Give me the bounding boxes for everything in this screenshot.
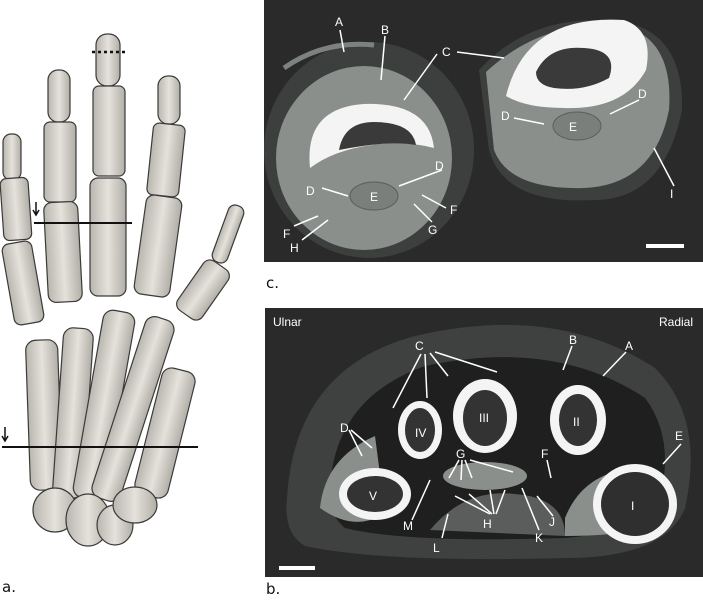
radial-label: Radial — [659, 315, 693, 329]
svg-text:D: D — [638, 87, 647, 101]
panel-a-hand-skeleton: a. — [0, 0, 262, 600]
svg-text:M: M — [403, 519, 413, 533]
svg-text:D: D — [501, 109, 510, 123]
svg-text:B: B — [381, 23, 389, 37]
svg-text:K: K — [535, 531, 543, 545]
svg-text:A: A — [335, 15, 343, 29]
svg-text:I: I — [670, 187, 673, 201]
svg-text:F: F — [283, 227, 290, 241]
svg-text:E: E — [569, 120, 577, 134]
svg-text:I: I — [631, 499, 634, 513]
scale-bar-b — [279, 566, 315, 570]
svg-text:II: II — [573, 415, 580, 429]
scale-bar-c — [646, 244, 684, 248]
panel-b-label: b. — [266, 580, 281, 598]
svg-text:F: F — [450, 203, 457, 217]
svg-text:G: G — [456, 447, 465, 461]
svg-text:C: C — [442, 45, 451, 59]
ulnar-label: Ulnar — [273, 315, 302, 329]
svg-text:A: A — [625, 339, 633, 353]
svg-text:III: III — [479, 411, 489, 425]
svg-text:D: D — [306, 184, 315, 198]
svg-text:IV: IV — [415, 426, 426, 440]
svg-text:H: H — [290, 241, 299, 255]
svg-text:L: L — [433, 541, 440, 555]
svg-text:E: E — [675, 429, 683, 443]
panel-c-label: c. — [266, 274, 280, 292]
svg-text:J: J — [549, 515, 555, 529]
svg-text:D: D — [340, 421, 349, 435]
svg-text:H: H — [483, 517, 492, 531]
svg-text:F: F — [541, 447, 548, 461]
svg-text:D: D — [435, 159, 444, 173]
svg-text:B: B — [569, 333, 577, 347]
panel-a-label: a. — [2, 578, 16, 596]
svg-text:V: V — [369, 489, 377, 503]
svg-text:G: G — [428, 223, 437, 237]
svg-text:E: E — [370, 190, 378, 204]
svg-text:C: C — [415, 339, 424, 353]
hand-skeleton-illustration — [0, 33, 245, 547]
